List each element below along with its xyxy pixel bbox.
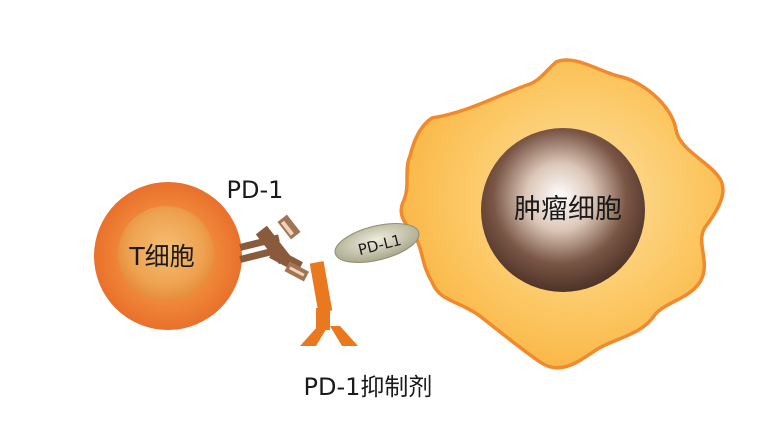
tumor-cell: 肿瘤细胞 bbox=[399, 58, 725, 370]
pd1-inhibitor bbox=[300, 261, 358, 346]
pd1-receptor bbox=[239, 214, 310, 282]
inhibitor-label: PD-1抑制剂 bbox=[304, 373, 433, 401]
t-cell: T细胞 bbox=[94, 182, 242, 330]
tumor-cell-nucleus bbox=[481, 128, 645, 292]
pdl1-ligand: PD-L1 bbox=[334, 222, 420, 264]
t-cell-label: T细胞 bbox=[128, 242, 194, 271]
tumor-cell-label: 肿瘤细胞 bbox=[514, 194, 622, 225]
pd1-label: PD-1 bbox=[227, 176, 284, 204]
t-cell-nucleus bbox=[118, 206, 214, 302]
